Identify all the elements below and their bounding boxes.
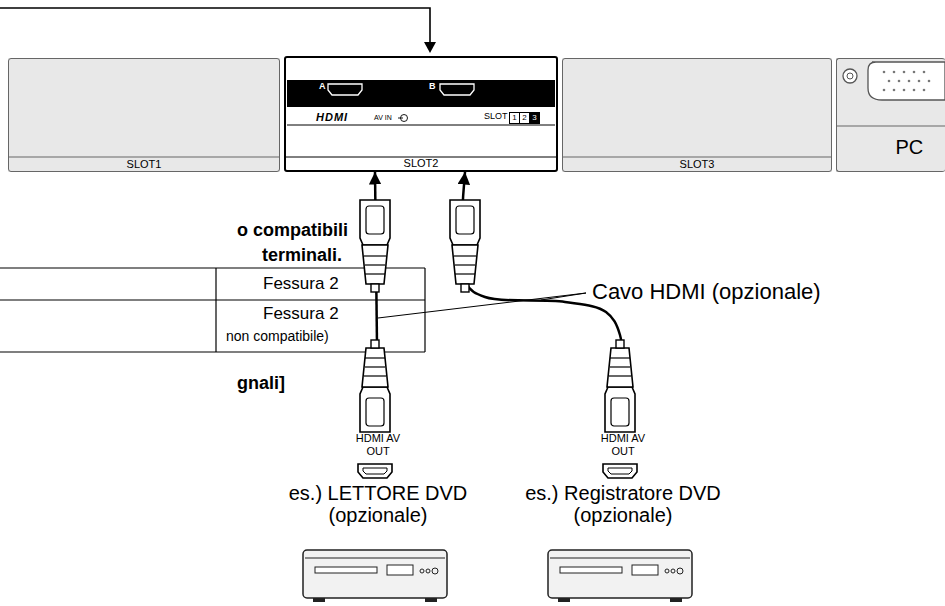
table-lines — [0, 268, 425, 352]
panel-fill — [836, 58, 945, 172]
port-label: HDMI AV OUT — [353, 432, 403, 457]
hdmi-plug — [450, 200, 480, 292]
panel-label: A — [319, 82, 326, 92]
note-text: o compatibili — [237, 220, 348, 241]
dvd-player — [303, 550, 447, 602]
panel-label: PC — [896, 136, 924, 158]
slot-panel: SLOT1 — [8, 58, 280, 172]
source-device: HDMI AV OUT es.) Registratore DVD (opzion… — [500, 432, 746, 526]
vga-pins — [883, 71, 931, 92]
pc-panel: PC — [836, 58, 945, 172]
hdmi-port — [358, 464, 392, 478]
wire — [0, 8, 430, 44]
note-text: gnali] — [237, 373, 285, 394]
panel-fill — [562, 58, 832, 172]
panel-label: SLOT2 — [286, 156, 556, 170]
panel-fill — [8, 58, 280, 172]
hdmi-plug — [360, 200, 390, 292]
table-cell: Fessura 2 — [263, 304, 339, 324]
table-cell: Fessura 2 — [263, 274, 339, 294]
hdmi-socket — [328, 84, 362, 95]
device-name: es.) LETTORE DVD (opzionale) — [280, 482, 476, 526]
panel-label: SLOT1 — [9, 157, 279, 171]
leader-line — [541, 293, 586, 300]
terminal-board: ABHDMIAV INSLOT123SLOT2 — [284, 56, 558, 172]
hdmi-port — [603, 464, 637, 478]
arrowhead — [424, 42, 436, 53]
panel-label: AV IN — [374, 114, 392, 122]
note-text: terminali. — [262, 245, 342, 266]
panel-label: HDMI — [316, 111, 348, 123]
hdmi-plug — [360, 340, 390, 432]
port-label: HDMI AV OUT — [598, 432, 648, 457]
source-device: HDMI AV OUT es.) LETTORE DVD (opzionale) — [280, 432, 476, 526]
cable-label: Cavo HDMI (opzionale) — [592, 279, 821, 304]
panel-label: SLOT3 — [563, 157, 831, 171]
slot-number: 3 — [529, 112, 540, 124]
dvd-recorder — [548, 550, 692, 602]
table-cell: non compatibile) — [226, 328, 329, 344]
panel-label: B — [429, 82, 436, 92]
hdmi-socket — [440, 84, 474, 95]
screw — [843, 69, 857, 83]
hdmi-plug — [605, 340, 635, 432]
panel-fill — [284, 56, 558, 172]
panel-label: SLOT — [484, 112, 508, 122]
vga-connector — [868, 62, 945, 100]
device-name: es.) Registratore DVD (opzionale) — [500, 482, 746, 526]
slot-panel: SLOT3 — [562, 58, 832, 172]
hdmi-band — [287, 80, 555, 107]
